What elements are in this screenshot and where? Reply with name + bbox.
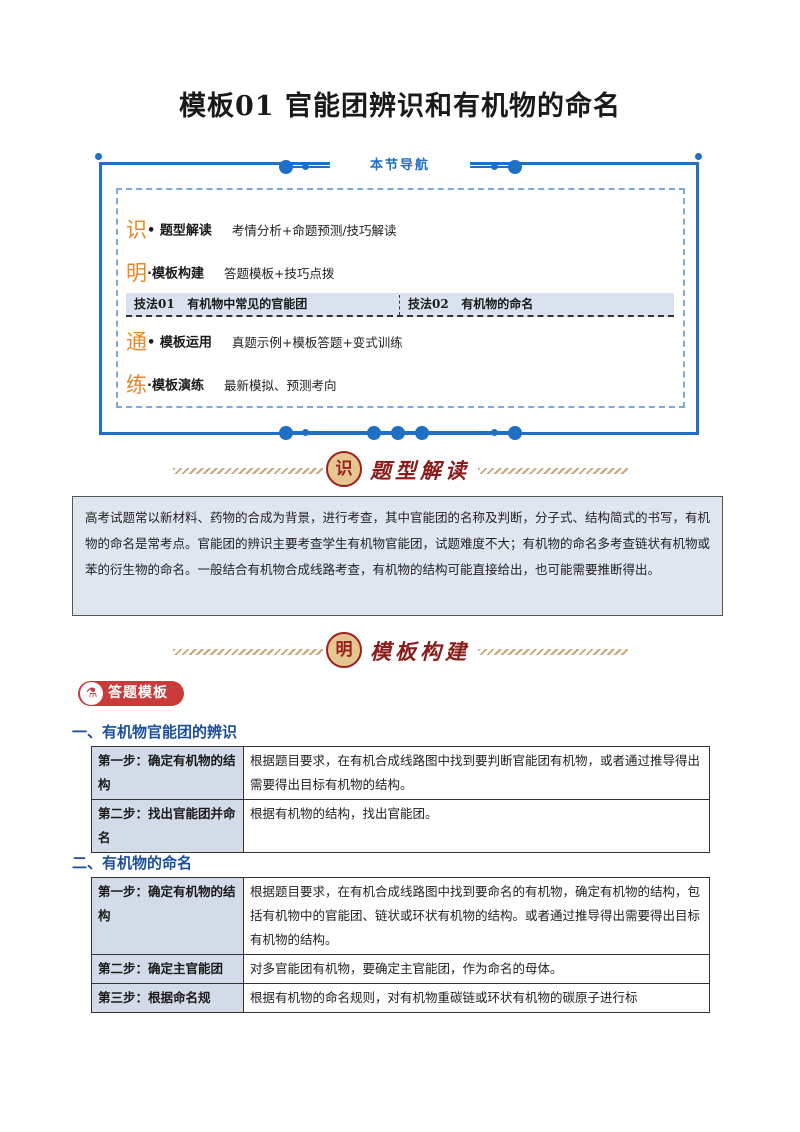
technique-name: 有机物中常见的官能团: [187, 297, 308, 311]
nav-header-label: 本节导航: [330, 156, 470, 176]
banner-title: 模板构建: [370, 639, 470, 664]
intro-text-box: 高考试题常以新材料、药物的合成为背景，进行考查，其中官能团的名称及判断，分子式、…: [72, 496, 723, 616]
dot-icon: [279, 426, 293, 440]
banner-stripe: [173, 468, 323, 474]
banner-stripe: [478, 649, 628, 655]
table-row: 第三步：根据命名规 根据有机物的命名规则，对有机物重碳链或环状有机物的碳原子进行…: [91, 983, 710, 1013]
step-content: 根据有机物的命名规则，对有机物重碳链或环状有机物的碳原子进行标: [243, 983, 710, 1013]
dot-icon: [302, 429, 309, 436]
nav-row-practice: 练·模板演练 最新模拟、预测考向: [126, 369, 336, 399]
dot-icon: [491, 429, 498, 436]
nav-row-template: 明·模板构建 答题模板+技巧点拨: [126, 257, 334, 287]
nav-row-title: ·模板演练: [147, 378, 204, 394]
technique-id: 技法01: [134, 297, 175, 311]
section-heading: 一、有机物官能团的辨识: [72, 723, 238, 741]
step-label: 第一步：确定有机物的结构: [91, 746, 244, 800]
page-title: 模板01 官能团辨识和有机物的命名: [179, 91, 621, 122]
technique-2: 技法02 有机物的命名: [408, 293, 533, 315]
corner-dot-icon: [695, 153, 702, 160]
dot-icon: [491, 163, 498, 170]
dot-icon: [279, 160, 293, 174]
table-row: 第一步：确定有机物的结构 根据题目要求，在有机合成线路图中找到要判断官能团有机物…: [91, 746, 710, 800]
nav-row-glyph: 明: [126, 261, 147, 285]
technique-name: 有机物的命名: [461, 297, 534, 311]
nav-row-desc: 答题模板+技巧点拨: [223, 265, 335, 281]
dot-icon: [302, 163, 309, 170]
technique-divider: [399, 295, 400, 315]
nav-row-glyph: 通: [126, 330, 147, 354]
techniques-bar: 技法01 有机物中常见的官能团 技法02 有机物的命名: [126, 293, 674, 317]
banner-stripe: [173, 649, 323, 655]
steps-table-functional-groups: 第一步：确定有机物的结构 根据题目要求，在有机合成线路图中找到要判断官能团有机物…: [91, 746, 710, 853]
dot-icon: [391, 426, 405, 440]
nav-row-glyph: 练: [126, 373, 147, 397]
step-content: 对多官能团有机物，要确定主官能团，作为命名的母体。: [243, 954, 710, 984]
dot-icon: [508, 160, 522, 174]
step-content: 根据有机物的结构，找出官能团。: [243, 799, 710, 853]
step-label: 第二步：确定主官能团: [91, 954, 244, 984]
banner-stripe: [478, 468, 628, 474]
technique-id: 技法02: [408, 297, 449, 311]
nav-row-analysis: 识• 题型解读 考情分析+命题预测/技巧解读: [126, 214, 397, 244]
nav-row-glyph: 识: [126, 218, 147, 242]
seal-icon: 识: [326, 451, 362, 487]
dot-icon: [367, 426, 381, 440]
section-heading: 二、有机物的命名: [72, 854, 193, 872]
corner-dot-icon: [95, 153, 102, 160]
flask-icon: ⚗: [80, 682, 103, 705]
nav-row-application: 通• 模板运用 真题示例+模板答题+变式训练: [126, 326, 403, 356]
answer-template-label: 答题模板: [108, 685, 168, 701]
dot-icon: [508, 426, 522, 440]
dot-icon: [415, 426, 429, 440]
table-row: 第二步：找出官能团并命名 根据有机物的结构，找出官能团。: [91, 799, 710, 853]
seal-icon: 明: [326, 632, 362, 668]
nav-row-desc: 考情分析+命题预测/技巧解读: [231, 222, 397, 238]
table-row: 第二步：确定主官能团 对多官能团有机物，要确定主官能团，作为命名的母体。: [91, 954, 710, 984]
step-label: 第一步：确定有机物的结构: [91, 877, 244, 955]
nav-row-title: • 模板运用: [147, 335, 212, 351]
nav-row-title: ·模板构建: [147, 266, 204, 282]
answer-template-badge: ⚗ 答题模板: [78, 681, 184, 706]
technique-1: 技法01 有机物中常见的官能团: [134, 293, 307, 315]
table-row: 第一步：确定有机物的结构 根据题目要求，在有机合成线路图中找到要命名的有机物，确…: [91, 877, 710, 955]
steps-table-naming: 第一步：确定有机物的结构 根据题目要求，在有机合成线路图中找到要命名的有机物，确…: [91, 877, 710, 1013]
nav-row-desc: 最新模拟、预测考向: [223, 377, 337, 393]
nav-inner-frame: [116, 188, 685, 408]
step-label: 第二步：找出官能团并命名: [91, 799, 244, 853]
step-label: 第三步：根据命名规: [91, 983, 244, 1013]
step-content: 根据题目要求，在有机合成线路图中找到要命名的有机物，确定有机物的结构，包括有机物…: [243, 877, 710, 955]
step-content: 根据题目要求，在有机合成线路图中找到要判断官能团有机物，或者通过推导得出需要得出…: [243, 746, 710, 800]
nav-row-desc: 真题示例+模板答题+变式训练: [231, 334, 403, 350]
banner-title: 题型解读: [370, 458, 470, 483]
nav-row-title: • 题型解读: [147, 223, 212, 239]
